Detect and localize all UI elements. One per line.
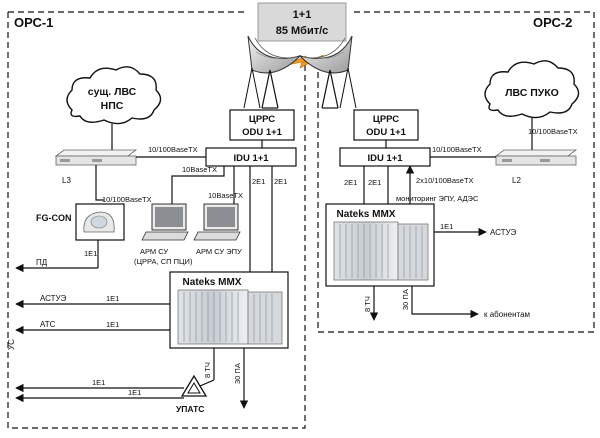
odu-right-line1: ЦРРС [373, 114, 399, 125]
mmx-left-label: Nateks MMX [183, 277, 242, 288]
idu-e1b-label: 2Е1 [274, 177, 287, 186]
mmx-8tch-label: 8 ТЧ [203, 362, 212, 378]
astue-right-label: АСТУЭ [490, 228, 516, 237]
cloud-left-line2: НПС [101, 100, 124, 112]
triangle-pbx-icon [180, 374, 208, 397]
odu-right-box [353, 109, 419, 141]
mmx-r-8tch-label: 8 ТЧ [363, 296, 372, 312]
dish-antenna-icon [243, 35, 302, 109]
astue-left-e1-label: 1Е1 [106, 294, 119, 303]
idu-arm1-link-label: 10BaseTX [182, 165, 217, 174]
l3-idu-link-label: 10/100BaseTX [148, 145, 198, 154]
switch-icon [54, 149, 138, 166]
l3-fgcon-link-label: 10/100BaseTX [102, 195, 152, 204]
radio-link-rate: 85 Мбит/с [276, 25, 329, 37]
astue-left-label: АСТУЭ [40, 294, 66, 303]
monitor-icon [141, 203, 189, 241]
odu-right-line2: ODU 1+1 [366, 127, 407, 138]
site-right-boundary [317, 11, 595, 333]
odu-left-line2: ODU 1+1 [242, 127, 283, 138]
l2-idu-link-label: 10/100BaseTX [432, 145, 482, 154]
cloud-icon [484, 60, 580, 119]
monitor-icon [193, 203, 241, 241]
cloud-right-link-label: 10/100BaseTX [528, 127, 578, 136]
idu-r-e1a-label: 2Е1 [344, 178, 357, 187]
subscribers-label: к абонентам [484, 310, 530, 319]
switch-left-label: L3 [62, 176, 71, 185]
upats-label: УПАТС [176, 404, 204, 414]
site-left-boundary [7, 12, 306, 429]
arm1-line2: (ЦРРА, СП ПЦИ) [134, 257, 193, 266]
site-right-label: ОРС-2 [533, 15, 572, 30]
rate-box [257, 2, 347, 42]
monitoring-label: мониторинг ЭПУ, АДЭС [396, 194, 479, 203]
site-left-label: ОРС-1 [14, 15, 53, 30]
fgcon-label: FG-CON [36, 213, 72, 223]
upats-e1a-label: 1Е1 [92, 378, 105, 387]
mmx-30pa-label: 30 ПА [233, 363, 242, 384]
dish-antenna-icon [298, 35, 357, 109]
radio-link-mode: 1+1 [293, 9, 312, 21]
mmx-right-label: Nateks MMX [337, 209, 396, 220]
arm1-line1: АРМ СУ [140, 247, 168, 256]
odu-left-box [229, 109, 295, 141]
odu-left-line1: ЦРРС [249, 114, 275, 125]
pd-label: ПД [36, 258, 48, 267]
modem-icon [83, 211, 115, 233]
cloud-left-line1: сущ. ЛВС [88, 86, 137, 98]
upats-e1b-label: 1Е1 [128, 388, 141, 397]
mux-rack-icon [333, 221, 429, 281]
idu-r-e1b-label: 2Е1 [368, 178, 381, 187]
us-label: УС [7, 339, 16, 350]
switch-icon [494, 149, 578, 166]
arm2-label: АРМ СУ ЭПУ [196, 247, 242, 256]
cloud-icon [66, 66, 162, 125]
lightning-icon [282, 54, 325, 69]
mmx-r-30pa-label: 30 ПА [401, 289, 410, 310]
cloud-right-label: ЛВС ПУКО [505, 87, 559, 99]
idu-arm2-link-label: 10BaseTX [208, 191, 243, 200]
idu-left-label: IDU 1+1 [233, 153, 269, 164]
fgcon-e1-label: 1Е1 [84, 249, 97, 258]
switch-right-label: L2 [512, 176, 521, 185]
mux-rack-icon [177, 289, 283, 345]
idu-e1a-label: 2Е1 [252, 177, 265, 186]
ats-label: АТС [40, 320, 56, 329]
idu-r-eth-label: 2x10/100BaseTX [416, 176, 474, 185]
astue-right-e1-label: 1Е1 [440, 222, 453, 231]
ats-e1-label: 1Е1 [106, 320, 119, 329]
idu-right-label: IDU 1+1 [367, 153, 403, 164]
